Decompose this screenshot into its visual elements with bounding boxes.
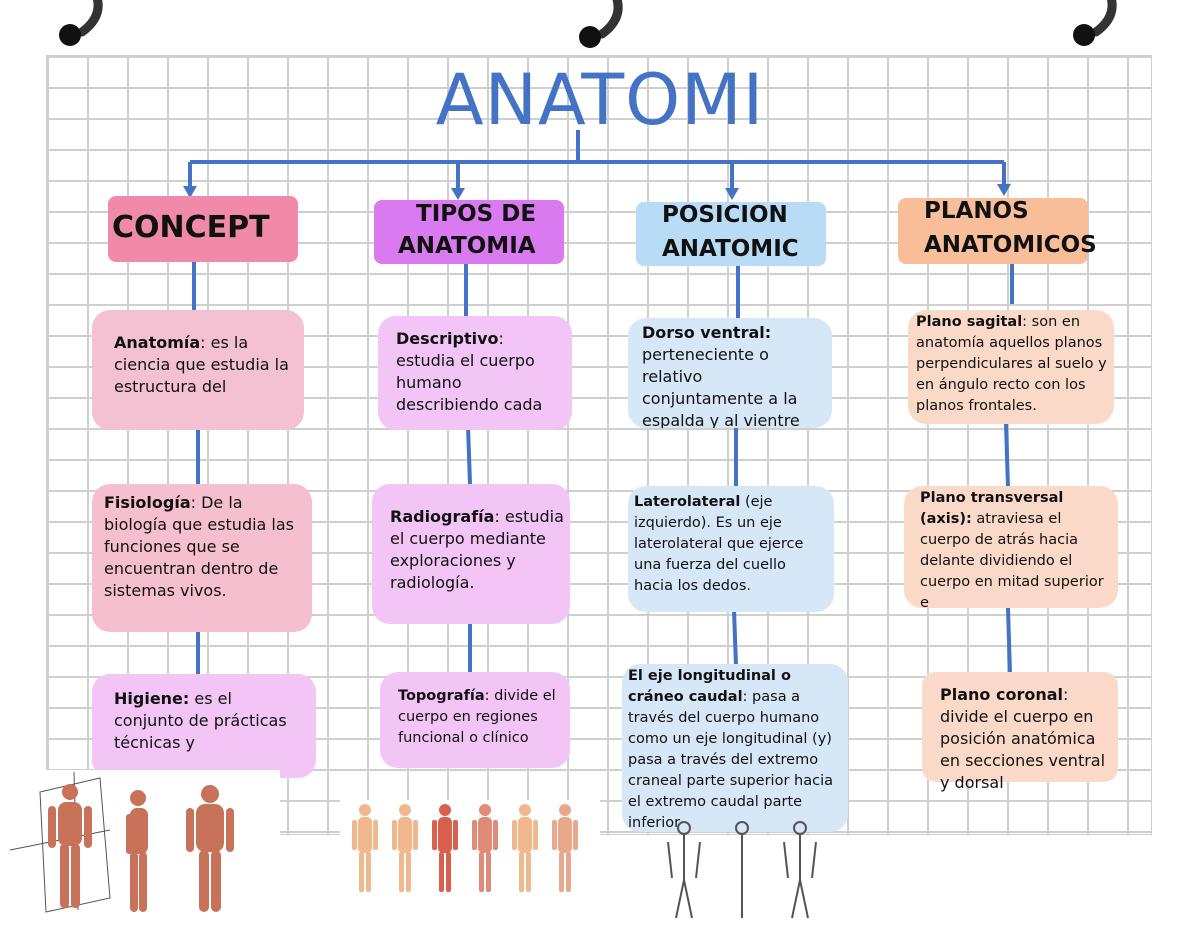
node-text: De la biología que estudia las funciones…: [104, 493, 295, 600]
node-term: Higiene:: [114, 689, 190, 708]
node-sep: :: [200, 333, 211, 352]
node-plano-transversal: Plano transversal (axis): atraviesa el c…: [904, 486, 1118, 608]
node-term: Plano coronal: [940, 685, 1063, 704]
header-tipos-de-anatomia: TIPOS DE ANATOMIA: [374, 200, 564, 264]
header-planos-line-2: ANATOMICOS: [924, 232, 1097, 258]
node-sep: :: [742, 689, 753, 705]
node-text: (eje izquierdo). Es un eje laterolateral…: [634, 494, 804, 594]
header-planos-line-1: PLANOS: [924, 198, 1029, 224]
node-anatomia: Anatomía: es la ciencia que estudia la e…: [92, 310, 304, 430]
header-posicion-line-2: ANATOMIC: [662, 236, 799, 262]
node-plano-sagital: Plano sagital: son en anatomía aquellos …: [908, 310, 1114, 424]
node-text: pasa a través del cuerpo humano como un …: [628, 689, 833, 831]
node-sep: :: [1022, 314, 1032, 330]
node-descriptivo: Descriptivo: estudia el cuerpo humano de…: [378, 316, 572, 430]
node-term: Laterolateral: [634, 494, 741, 510]
binder-ring-icon: [59, 0, 103, 46]
binder-ring-icon: [579, 0, 623, 48]
node-text: divide el cuerpo en posición anatómica e…: [940, 707, 1106, 792]
node-plano-coronal: Plano coronal: divide el cuerpo en posic…: [922, 672, 1118, 792]
node-text: es la ciencia que estudia la estructura …: [114, 333, 289, 396]
node-term: Plano transversal (axis):: [920, 490, 1064, 527]
anatomical-planes-figures-icon: [0, 770, 280, 920]
header-tipos-line-1: TIPOS DE: [416, 201, 537, 227]
node-text: es el conjunto de prácticas técnicas y: [114, 689, 287, 752]
node-term: Dorso ventral:: [642, 323, 772, 342]
node-text: perteneciente o relativo conjuntamente a…: [642, 345, 800, 428]
node-text: estudia el cuerpo mediante exploraciones…: [390, 507, 564, 592]
node-term: Radiografía: [390, 507, 495, 526]
node-text: estudia el cuerpo humano describiendo ca…: [396, 351, 543, 414]
binder-ring-icon: [1073, 0, 1117, 46]
node-sep: :: [498, 329, 504, 348]
node-dorso-ventral: Dorso ventral: perteneciente o relativo …: [628, 318, 832, 428]
skeleton-figures-icon: [667, 821, 817, 919]
node-laterolateral: Laterolateral (eje izquierdo). Es un eje…: [628, 486, 834, 612]
node-text: divide el cuerpo en regiones funcional o…: [398, 688, 556, 746]
node-text: atraviesa el cuerpo de atrás hacia delan…: [920, 511, 1104, 608]
node-term: Anatomía: [114, 333, 201, 352]
body-systems-figures-icon: [340, 800, 600, 898]
node-higiene: Higiene: es el conjunto de prácticas téc…: [92, 674, 316, 778]
header-concept-label: CONCEPT: [112, 210, 270, 245]
node-term: El eje longitudinal o cráneo caudal: [628, 668, 791, 705]
node-fisiologia: Fisiología: De la biología que estudia l…: [92, 484, 312, 632]
node-sep: :: [1063, 685, 1069, 704]
header-posicion-line-1: POSICION: [662, 202, 788, 228]
node-term: Fisiología: [104, 493, 191, 512]
node-eje-longitudinal: El eje longitudinal o cráneo caudal: pas…: [622, 664, 848, 832]
header-planos-anatomicos: PLANOS ANATOMICOS: [898, 198, 1097, 264]
node-term: Plano sagital: [916, 314, 1023, 330]
node-radiografia: Radiografía: estudia el cuerpo mediante …: [372, 484, 570, 624]
header-posicion-anatomic: POSICION ANATOMIC: [636, 202, 826, 266]
node-term: Descriptivo: [396, 329, 499, 348]
node-sep: :: [484, 688, 495, 704]
node-text: son en anatomía aquellos planos perpendi…: [916, 314, 1107, 414]
node-sep: :: [494, 507, 505, 526]
node-topografia: Topografía: divide el cuerpo en regiones…: [380, 672, 570, 768]
node-sep: :: [190, 493, 202, 512]
header-concept: CONCEPT: [108, 196, 298, 262]
node-term: Topografía: [398, 688, 485, 704]
map-title: ANATOMI: [435, 59, 765, 141]
header-tipos-line-2: ANATOMIA: [398, 233, 536, 259]
